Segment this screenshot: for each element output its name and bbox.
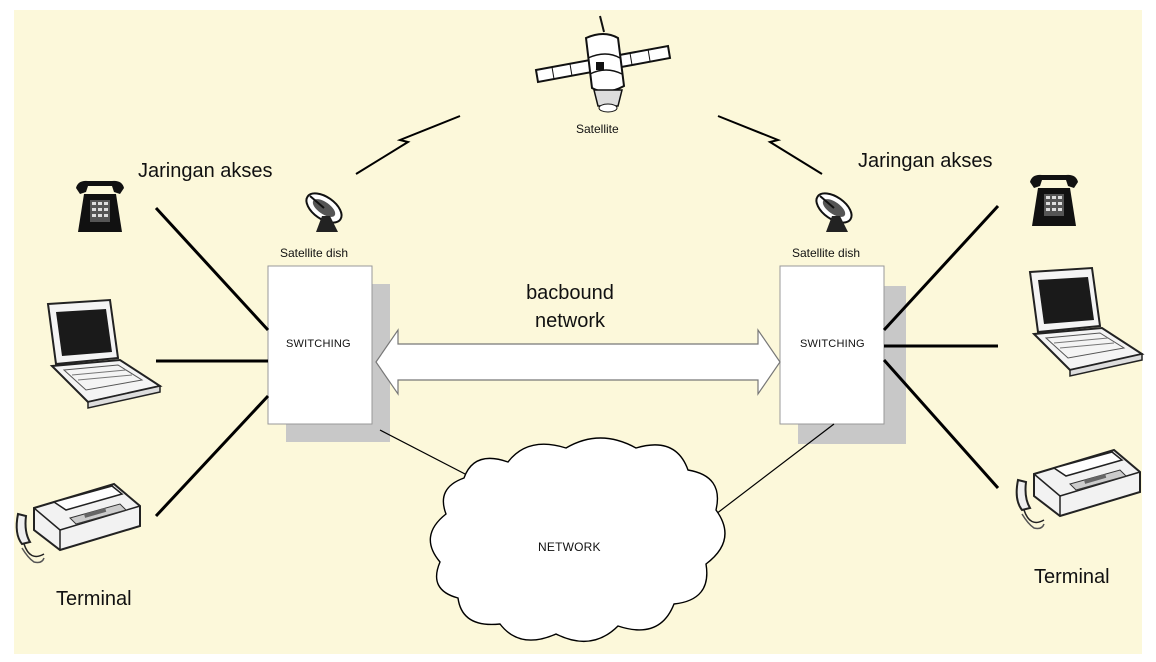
double-arrow-icon [375,328,781,396]
terminal-label-right: Terminal [1034,566,1110,588]
cloud-icon [429,437,726,643]
access-network-label-left: Jaringan akses [138,160,273,182]
terminal-label-left: Terminal [56,588,132,610]
backbone-label-line1: bacbound [526,282,614,304]
access-line [154,206,270,332]
access-line [882,204,1000,332]
satellite-dish-label-left: Satellite dish [280,246,349,260]
telephone-icon [1030,174,1078,226]
backbone-label-line2: network [534,310,606,332]
switching-box-right [779,265,885,425]
switching-label-right: SWITCHING [800,338,865,350]
lightning-bolt-icon [355,115,461,175]
link-line [715,423,835,515]
laptop-icon [47,299,161,409]
satellite-label: Satellite [576,122,619,136]
fax-machine-icon [15,483,142,564]
fax-machine-icon [1015,449,1141,530]
laptop-icon [1029,267,1143,377]
access-line [154,394,270,518]
access-network-label-right: Jaringan akses [858,150,993,172]
switching-label-left: SWITCHING [286,338,351,350]
switching-box-left [267,265,373,425]
access-line [882,359,1000,489]
satellite-icon [534,15,672,113]
satellite-dish-icon [300,186,348,233]
telephone-icon [76,180,124,232]
satellite-dish-icon [810,186,858,233]
lightning-bolt-icon [717,115,823,175]
satellite-dish-label-right: Satellite dish [792,246,861,260]
network-cloud-label: NETWORK [538,540,601,554]
